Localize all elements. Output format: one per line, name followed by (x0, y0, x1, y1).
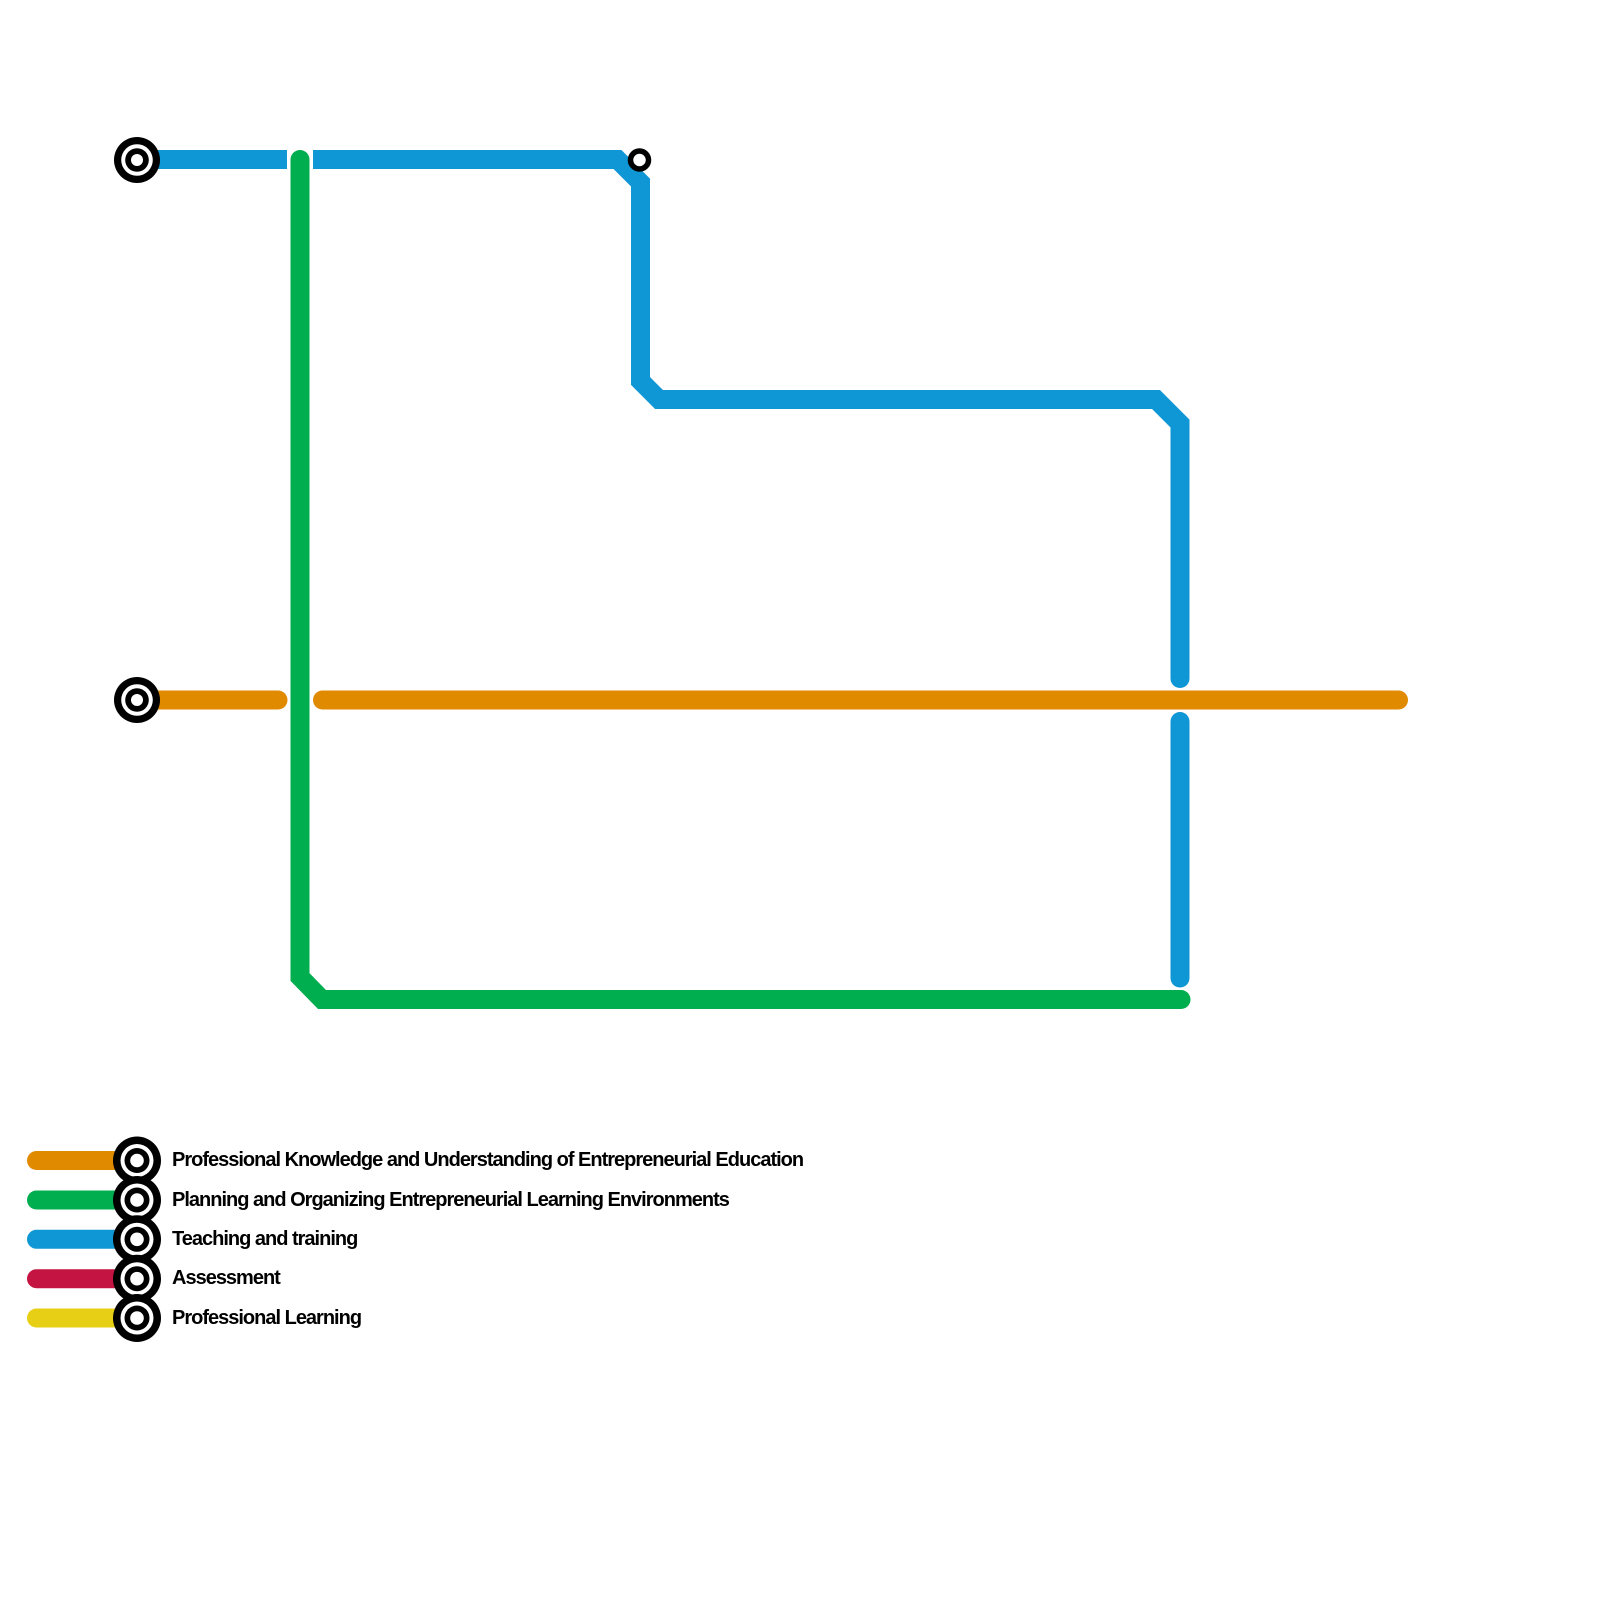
legend-station-icon-2 (113, 1176, 161, 1224)
ring-core (130, 1271, 144, 1286)
legend-label-planning-organizing: Planning and Organizing Entrepreneurial … (172, 1189, 730, 1211)
stop-ring-icon (627, 148, 652, 172)
blue-line-segment-2 (313, 150, 1190, 660)
station-interchange-left (114, 677, 160, 723)
station-core (131, 694, 143, 706)
ring-core (130, 1232, 144, 1247)
green-line (290, 150, 1191, 1009)
legend-label-assessment: Assessment (172, 1267, 281, 1289)
legend-station-icon-3 (113, 1215, 161, 1264)
ring-core (130, 1193, 144, 1207)
legend-label-professional-knowledge: Professional Knowledge and Understanding… (172, 1149, 804, 1171)
legend-station-icon-5 (113, 1294, 161, 1342)
ring-core (130, 1311, 144, 1325)
ring-core (130, 1153, 144, 1168)
legend-station-icon-1 (113, 1136, 161, 1185)
legend-graphics (27, 1136, 161, 1342)
legend-station-icon-4 (113, 1254, 161, 1303)
legend-label-professional-learning: Professional Learning (172, 1307, 362, 1329)
legend-swatch-yellow (27, 1308, 137, 1328)
blue-line (152, 150, 1190, 988)
green-line-path (290, 150, 1191, 1009)
station-core (131, 154, 143, 166)
station-stop-blue-corner (627, 148, 652, 172)
legend-label-teaching-training: Teaching and training (172, 1228, 358, 1250)
station-interchange-top-left (114, 137, 160, 183)
legend-swatch-green (27, 1190, 137, 1210)
legend-swatch-orange (27, 1151, 137, 1170)
legend-swatch-blue (27, 1229, 137, 1249)
legend-swatch-red (27, 1269, 137, 1289)
